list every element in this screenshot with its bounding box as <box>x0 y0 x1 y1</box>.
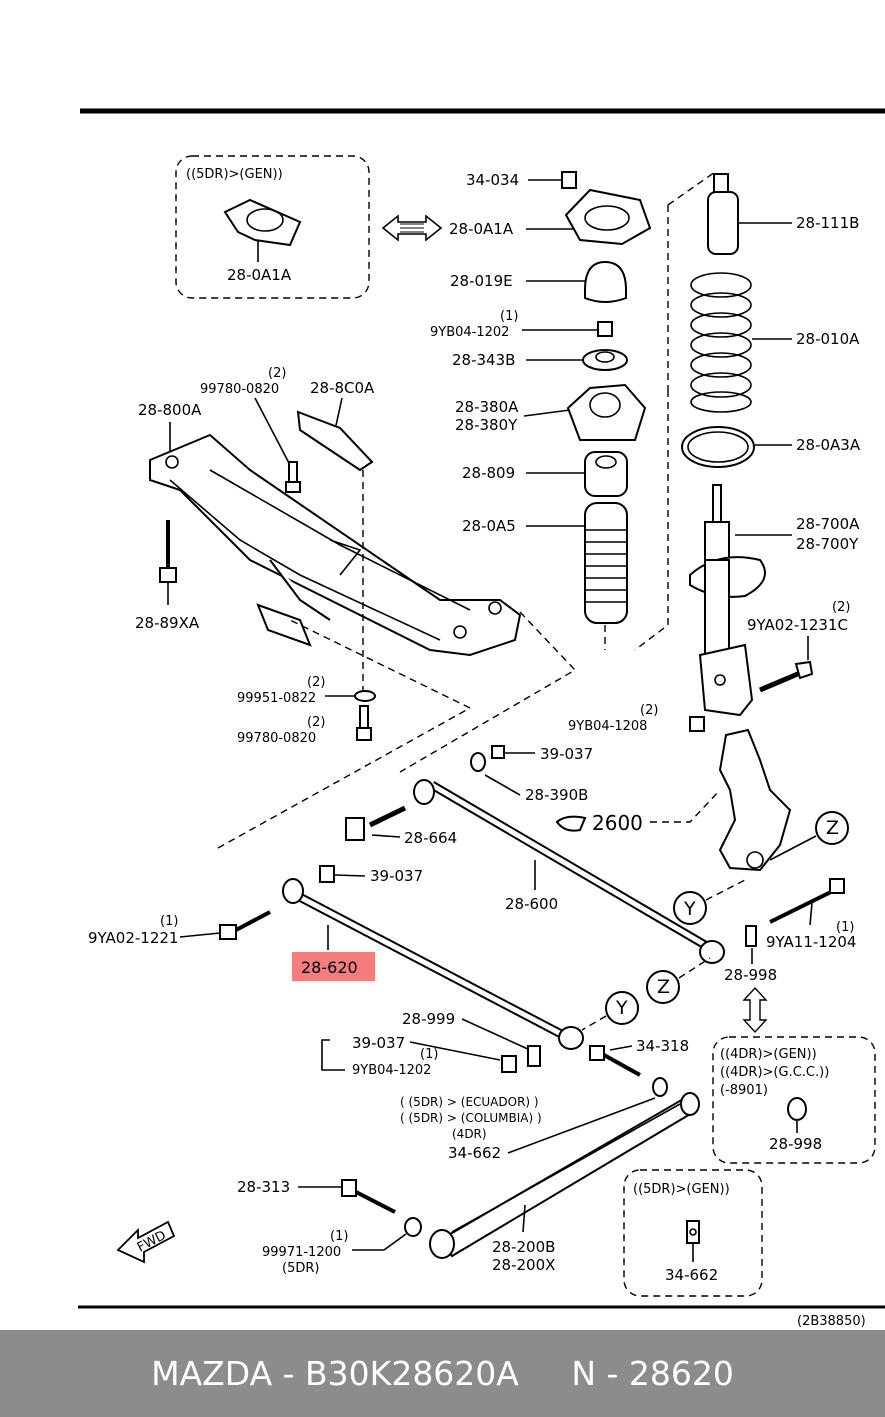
svg-text:(1): (1) <box>836 920 854 935</box>
svg-text:(1): (1) <box>420 1047 438 1062</box>
svg-text:((4DR)>(G.C.C.)): ((4DR)>(G.C.C.)) <box>720 1065 829 1080</box>
footer-part-number: B30K28620A <box>305 1354 519 1393</box>
svg-text:28-664: 28-664 <box>404 829 457 847</box>
svg-text:28-019E: 28-019E <box>450 272 513 290</box>
svg-text:34-034: 34-034 <box>466 171 519 189</box>
svg-text:(2): (2) <box>832 600 850 615</box>
svg-text:28-700Y: 28-700Y <box>796 535 859 553</box>
svg-text:28-809: 28-809 <box>462 464 515 482</box>
svg-text:(5DR): (5DR) <box>282 1261 319 1276</box>
svg-text:28-998: 28-998 <box>769 1135 822 1153</box>
svg-text:Y: Y <box>615 997 628 1019</box>
svg-text:28-010A: 28-010A <box>796 330 860 348</box>
svg-text:9YA11-1204: 9YA11-1204 <box>766 933 856 951</box>
svg-text:28-600: 28-600 <box>505 895 558 913</box>
svg-text:(2): (2) <box>307 675 325 690</box>
svg-text:28-0A1A: 28-0A1A <box>227 266 292 284</box>
svg-text:(1): (1) <box>330 1229 348 1244</box>
gen-4dr-box: ((4DR)>(GEN)) ((4DR)>(G.C.C.)) (-8901) 2… <box>712 1036 876 1164</box>
svg-text:28-200X: 28-200X <box>492 1256 555 1274</box>
suspension-parts-diagram: ((5DR)>(GEN)) 28-0A1A 34-034 28-0A1A 28-… <box>78 108 885 1329</box>
svg-text:(1): (1) <box>160 914 178 929</box>
svg-text:99780-0820: 99780-0820 <box>200 382 279 397</box>
dash-guide-3 <box>634 390 669 651</box>
part-footer: MAZDA - B30K28620A N - 28620 <box>0 1330 885 1417</box>
svg-text:34-318: 34-318 <box>636 1037 689 1055</box>
svg-text:Y: Y <box>683 898 696 920</box>
svg-text:9YA02-1221: 9YA02-1221 <box>88 929 178 947</box>
fwd-arrow-icon: FWD <box>116 1220 176 1264</box>
footer-brand: MAZDA <box>151 1354 273 1393</box>
svg-text:((5DR)>(GEN)): ((5DR)>(GEN)) <box>633 1182 730 1197</box>
svg-text:28-390B: 28-390B <box>525 786 588 804</box>
spring-shock-assembly: 28-111B 28-010A 28-0A3A 28-700A 28-700Y … <box>568 173 861 734</box>
svg-text:28-343B: 28-343B <box>452 351 515 369</box>
svg-text:28-0A1A: 28-0A1A <box>449 220 514 238</box>
svg-text:(2): (2) <box>640 703 658 718</box>
footer-ref: N - 28620 <box>571 1354 734 1393</box>
svg-text:28-0A5: 28-0A5 <box>462 517 516 535</box>
diagram-code: (2B38850) <box>797 1314 866 1329</box>
svg-text:28-8C0A: 28-8C0A <box>310 379 375 397</box>
strut-mount-stack: 34-034 28-0A1A 28-019E (1) 9YB04-1202 28… <box>430 171 652 650</box>
svg-text:( (5DR) > (COLUMBIA) ): ( (5DR) > (COLUMBIA) ) <box>400 1111 542 1125</box>
svg-text:2600: 2600 <box>592 811 643 835</box>
svg-text:28-313: 28-313 <box>237 1178 290 1196</box>
svg-text:9YB04-1208: 9YB04-1208 <box>568 719 647 734</box>
svg-text:28-999: 28-999 <box>402 1010 455 1028</box>
svg-text:Z: Z <box>657 976 670 998</box>
footer-gap <box>519 1354 571 1393</box>
svg-text:( (5DR) > (ECUADOR) ): ( (5DR) > (ECUADOR) ) <box>400 1095 539 1109</box>
svg-text:(2): (2) <box>307 715 325 730</box>
svg-text:99780-0820: 99780-0820 <box>237 731 316 746</box>
svg-text:39-037: 39-037 <box>352 1034 405 1052</box>
svg-text:28-380Y: 28-380Y <box>455 416 518 434</box>
svg-text:28-0A3A: 28-0A3A <box>796 436 861 454</box>
highlighted-part: 28-620 <box>292 952 375 981</box>
svg-text:28-700A: 28-700A <box>796 515 860 533</box>
svg-text:39-037: 39-037 <box>540 745 593 763</box>
dash-guide-4 <box>217 611 577 849</box>
svg-text:28-998: 28-998 <box>724 966 777 984</box>
svg-text:9YA02-1231C: 9YA02-1231C <box>747 616 848 634</box>
double-arrow <box>381 214 443 242</box>
footer-sep: - <box>272 1354 306 1393</box>
svg-text:34-662: 34-662 <box>448 1144 501 1162</box>
gen-5dr-box-top: ((5DR)>(GEN)) 28-0A1A <box>175 155 370 299</box>
svg-text:99971-1200: 99971-1200 <box>262 1245 341 1260</box>
svg-text:28-200B: 28-200B <box>492 1238 555 1256</box>
gen-5dr-box-bottom: ((5DR)>(GEN)) 34-662 <box>623 1169 763 1297</box>
rear-links: 39-037 28-390B 2600 28-600 28-664 39-037 <box>88 728 856 1276</box>
svg-text:28-111B: 28-111B <box>796 214 859 232</box>
svg-text:Z: Z <box>826 817 839 839</box>
svg-text:39-037: 39-037 <box>370 867 423 885</box>
dash-guide-1 <box>667 171 716 206</box>
svg-text:99951-0822: 99951-0822 <box>237 691 316 706</box>
svg-text:28-620: 28-620 <box>301 958 358 977</box>
svg-text:34-662: 34-662 <box>665 1266 718 1284</box>
svg-text:(2): (2) <box>268 366 286 381</box>
crossmember: (2) 99780-0820 28-8C0A 28-800A 28-89XA (… <box>135 366 522 746</box>
svg-text:28-380A: 28-380A <box>455 398 519 416</box>
svg-text:9YB04-1202: 9YB04-1202 <box>352 1063 431 1078</box>
svg-text:28-800A: 28-800A <box>138 401 202 419</box>
svg-text:28-89XA: 28-89XA <box>135 614 200 632</box>
svg-text:((4DR)>(GEN)): ((4DR)>(GEN)) <box>720 1047 817 1062</box>
svg-text:(1): (1) <box>500 309 518 324</box>
svg-text:(4DR): (4DR) <box>452 1127 487 1141</box>
svg-text:((5DR)>(GEN)): ((5DR)>(GEN)) <box>186 167 283 182</box>
svg-text:(-8901): (-8901) <box>720 1083 768 1098</box>
svg-text:9YB04-1202: 9YB04-1202 <box>430 325 509 340</box>
